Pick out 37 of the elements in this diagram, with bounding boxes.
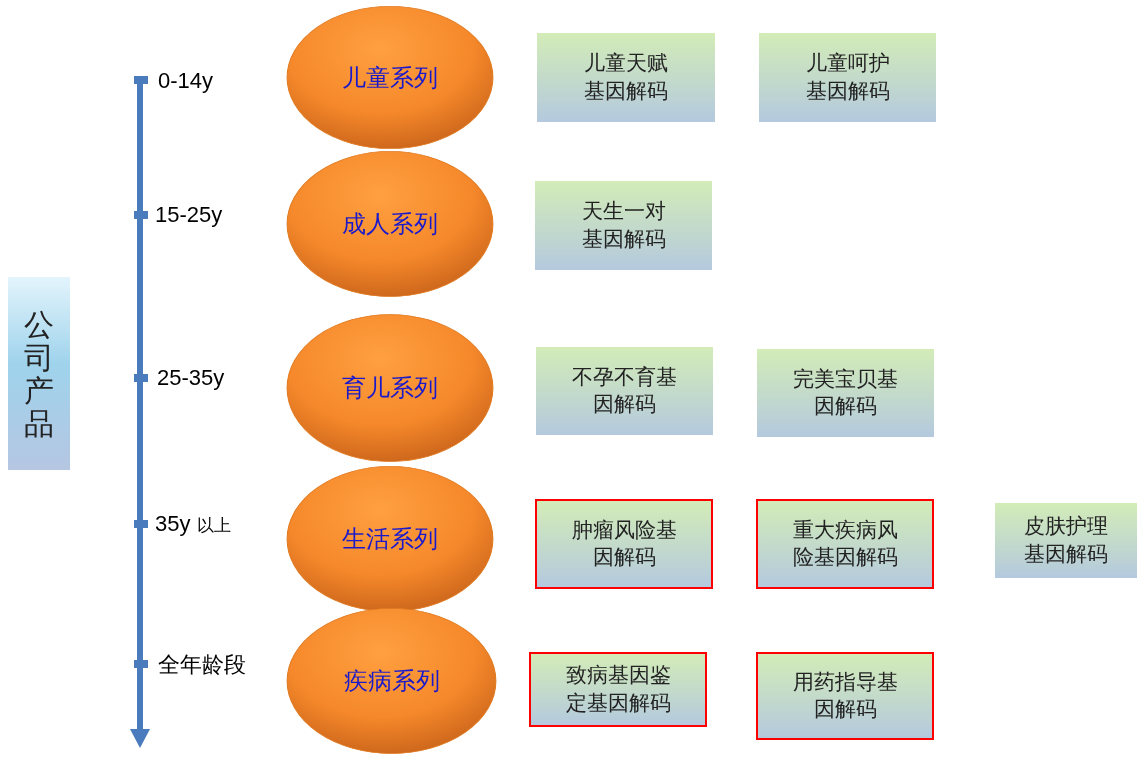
product-box bbox=[536, 347, 713, 435]
highlighted-product-box bbox=[756, 652, 934, 740]
age-label: 35y 以上 bbox=[155, 511, 231, 537]
node-text: 生活系列 bbox=[342, 524, 438, 555]
product-box bbox=[757, 349, 934, 437]
series-ellipse bbox=[285, 465, 495, 613]
node-text: 疾病系列 bbox=[343, 666, 440, 697]
node-text: 致病基因鉴定基因解码 bbox=[564, 662, 672, 717]
node-text: 皮肤护理基因解码 bbox=[1023, 513, 1109, 568]
node-text: 儿童天赋基因解码 bbox=[583, 50, 669, 105]
node-text: 完美宝贝基因解码 bbox=[792, 365, 899, 420]
node-text: 肿瘤风险基因解码 bbox=[570, 516, 678, 571]
age-label: 0-14y bbox=[158, 68, 214, 94]
series-ellipse bbox=[285, 5, 495, 150]
highlighted-product-box bbox=[756, 499, 934, 589]
node-text: 天生一对基因解码 bbox=[580, 198, 667, 253]
product-box bbox=[759, 33, 936, 122]
node-text: 儿童呵护基因解码 bbox=[804, 50, 891, 105]
age-label: 全年龄段 bbox=[158, 651, 246, 679]
product-box bbox=[537, 33, 715, 122]
node-text: 儿童系列 bbox=[342, 62, 438, 94]
series-ellipse bbox=[285, 150, 495, 298]
age-label: 15-25y bbox=[155, 202, 223, 228]
series-ellipse bbox=[285, 313, 495, 463]
node-text: 公司产品 bbox=[24, 307, 54, 440]
age-label: 25-35y bbox=[157, 365, 225, 391]
product-box bbox=[995, 503, 1137, 578]
highlighted-product-box bbox=[535, 499, 713, 589]
product-box bbox=[535, 181, 712, 270]
node-text: 成人系列 bbox=[342, 209, 438, 240]
title-box bbox=[8, 277, 70, 470]
node-text: 育儿系列 bbox=[342, 373, 438, 404]
series-ellipse bbox=[285, 607, 498, 755]
highlighted-product-box bbox=[529, 652, 707, 727]
node-text: 重大疾病风险基因解码 bbox=[791, 516, 899, 571]
node-text: 用药指导基因解码 bbox=[791, 668, 899, 723]
node-text: 不孕不育基因解码 bbox=[571, 363, 678, 418]
